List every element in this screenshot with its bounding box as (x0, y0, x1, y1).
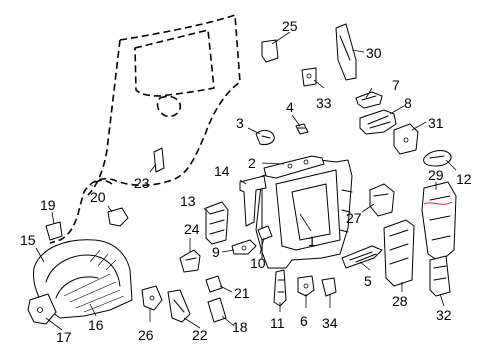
part-6-bracket (297, 275, 315, 297)
highlight-marker (423, 201, 453, 205)
part-10-bracket (257, 225, 273, 241)
part-11-bracket (273, 269, 287, 307)
part-21-bracket (205, 275, 223, 293)
callout-8: 8 (404, 95, 412, 111)
callout-24: 24 (184, 221, 200, 237)
part-26-bracket (141, 285, 163, 311)
part-20-clip (107, 207, 129, 227)
callout-31: 31 (428, 115, 444, 131)
callout-10: 10 (250, 255, 266, 271)
part-31-bracket (393, 123, 419, 155)
part-33-plate (301, 67, 317, 87)
callout-13: 13 (180, 193, 196, 209)
part-24-bracket (179, 249, 201, 273)
callout-29: 29 (428, 167, 444, 183)
leader-lines (35, 31, 457, 331)
callout-1: 1 (308, 233, 316, 249)
part-17-bracket (27, 293, 57, 325)
callout-33: 33 (316, 95, 332, 111)
part-30-tall-bracket (335, 23, 357, 81)
callout-16: 16 (88, 317, 104, 333)
callout-26: 26 (138, 327, 154, 343)
callout-22: 22 (192, 327, 208, 343)
callout-9: 9 (212, 244, 220, 260)
part-13-bracket (205, 201, 229, 245)
part-32-bracket (429, 255, 451, 297)
part-5-sill-bracket (341, 245, 383, 269)
callout-11: 11 (270, 315, 285, 331)
part-28-panel (383, 219, 415, 287)
callout-18: 18 (232, 319, 248, 335)
callout-21: 21 (234, 285, 250, 301)
part-1-pillar-assembly (255, 159, 353, 269)
callout-12: 12 (456, 171, 472, 187)
part-2-upper-rail (263, 155, 325, 179)
callout-28: 28 (392, 293, 408, 309)
callout-27: 27 (346, 210, 362, 226)
part-8-bracket (359, 109, 397, 135)
callout-32: 32 (436, 307, 452, 323)
part-23-plate (153, 147, 165, 173)
part-29-reinforcement (421, 181, 457, 263)
callout-23: 23 (134, 175, 150, 191)
callout-labels: 1 2 3 4 5 6 7 8 9 10 11 12 13 14 15 16 1… (20, 18, 472, 345)
callout-4: 4 (286, 99, 294, 115)
part-22-bracket (167, 289, 191, 323)
part-18-plate (207, 297, 227, 323)
quarter-panel-outline (49, 14, 241, 244)
part-12-cap (423, 150, 452, 167)
callout-5: 5 (364, 273, 372, 289)
part-4-clip (295, 123, 309, 135)
callout-19: 19 (40, 197, 56, 213)
callout-14: 14 (214, 163, 230, 179)
callout-20: 20 (90, 189, 106, 205)
part-16-wheelhouse-liner (33, 239, 133, 319)
callout-25: 25 (282, 18, 298, 34)
part-9-bracket (231, 239, 257, 255)
callout-34: 34 (322, 315, 338, 331)
part-14-bracket (239, 175, 267, 227)
callout-17: 17 (56, 329, 72, 345)
callout-3: 3 (236, 115, 244, 131)
part-3-clip (255, 129, 275, 145)
callout-15: 15 (20, 232, 36, 248)
callout-7: 7 (392, 77, 400, 93)
part-7-bracket (355, 91, 383, 109)
part-34-bracket (321, 277, 337, 297)
callout-30: 30 (366, 45, 382, 61)
callout-6: 6 (300, 313, 308, 329)
part-19-clip (45, 221, 63, 241)
callout-2: 2 (248, 155, 256, 171)
part-27-bracket (369, 183, 395, 217)
part-25-bracket (261, 39, 279, 63)
